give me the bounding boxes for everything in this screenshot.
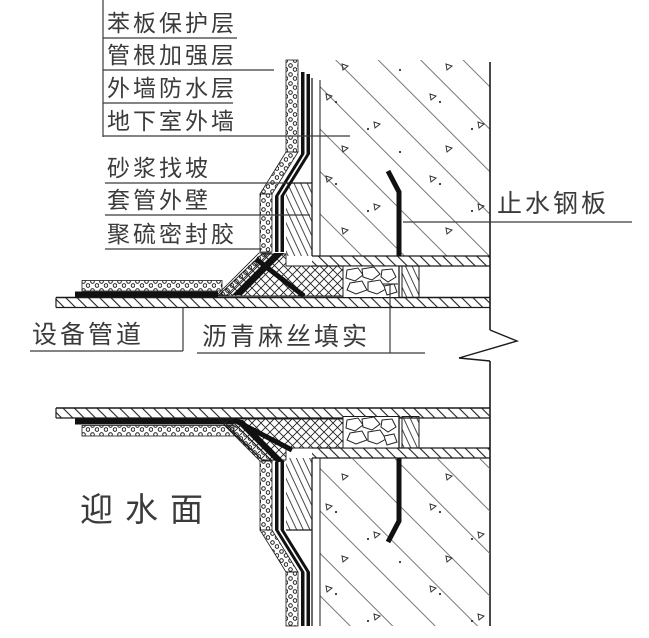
wall-waterproofing-stack-upper [259,59,312,256]
label-water-facing-side: 迎水面 [80,491,215,528]
label-asphalt-hemp-fill: 沥青麻丝填实 [202,323,370,351]
protection-board-lower-a [259,460,273,531]
casing-end-ring-lower [401,416,420,449]
label-casing-outer-wall: 套管外壁 [107,187,211,213]
casing-top-wall [312,256,490,266]
pipe-wrap-layers-upper [75,280,223,298]
pipe-wrap-layers-lower [75,418,235,437]
casing-end-ring-upper [401,265,420,298]
label-exterior-wall-waterproof-layer: 外墙防水层 [107,75,237,101]
protection-board-over-pipe [81,280,223,292]
label-mortar-slope: 砂浆找坡 [107,155,211,181]
casing-bottom-wall [312,448,490,458]
break-zigzag [458,329,520,362]
equipment-pipe-bottom-wall [55,407,490,419]
basement-wall-upper [311,60,490,256]
label-polystyrene-protection-layer: 苯板保护层 [107,10,237,36]
leader-lines [30,0,632,354]
membrane-over-pipe [75,291,218,298]
mortar-band-upper [286,183,312,256]
label-equipment-pipe: 设备管道 [32,321,144,349]
protection-board-upper-b [259,193,273,253]
label-waterstop-steel-plate: 止水钢板 [497,190,609,218]
mortar-band-lower [286,458,312,530]
membrane-fillet-upper [216,252,284,296]
basement-wall-lower [311,458,490,626]
protection-board-under-pipe [81,425,235,437]
casing-bottom [312,416,490,459]
wall-waterproofing-stack-lower [259,458,312,627]
label-basement-exterior-wall: 地下室外墙 [107,108,237,134]
equipment-pipe-top-wall [55,296,490,309]
protection-board-upper-a [285,59,299,153]
labels: 苯板保护层 管根加强层 外墙防水层 地下室外墙 砂浆找坡 套管外壁 聚硫密封胶 … [32,10,609,528]
waterstop-steel-plate-upper [385,169,402,256]
label-pipe-root-reinforcement-layer: 管根加强层 [107,42,237,68]
waterstop-steel-plate-lower [385,458,402,544]
membrane-under-pipe [75,418,235,425]
label-polysulfide-sealant: 聚硫密封胶 [107,221,237,247]
protection-board-lower-b [285,571,299,627]
